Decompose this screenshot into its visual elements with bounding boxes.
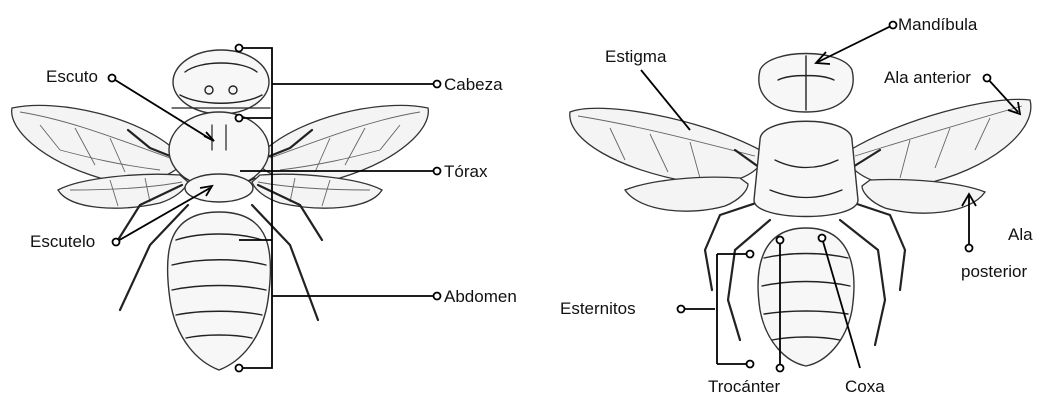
dorsal-bee-illustration — [12, 50, 429, 370]
label-ala-posterior-line1: Ala — [1008, 225, 1033, 244]
ventral-thorax — [754, 121, 858, 216]
label-escutelo: Escutelo — [30, 232, 95, 251]
ventral-left-hindwing — [625, 177, 748, 211]
label-escuto: Escuto — [46, 67, 98, 86]
ventral-right-forewing — [850, 99, 1031, 186]
dorsal-left-forewing — [12, 105, 178, 182]
label-abdomen: Abdomen — [444, 287, 517, 306]
label-ala-anterior: Ala anterior — [884, 68, 971, 87]
label-mandibula: Mandíbula — [898, 15, 978, 34]
ventral-left-forewing — [570, 108, 760, 183]
dorsal-abdomen — [167, 212, 270, 370]
label-cabeza: Cabeza — [444, 75, 503, 94]
label-estigma: Estigma — [605, 47, 667, 66]
label-coxa: Coxa — [845, 377, 885, 396]
ventral-head — [759, 54, 853, 113]
label-trocanter: Trocánter — [708, 377, 780, 396]
label-torax: Tórax — [444, 162, 488, 181]
mandibula-leader — [818, 25, 893, 62]
label-ala-posterior-line2: posterior — [961, 262, 1027, 281]
esternitos-leader — [681, 254, 750, 364]
ventral-bee-illustration — [570, 54, 1031, 367]
ventral-right-hindwing — [862, 180, 985, 214]
dorsal-head — [172, 50, 270, 114]
label-esternitos: Esternitos — [560, 299, 636, 318]
